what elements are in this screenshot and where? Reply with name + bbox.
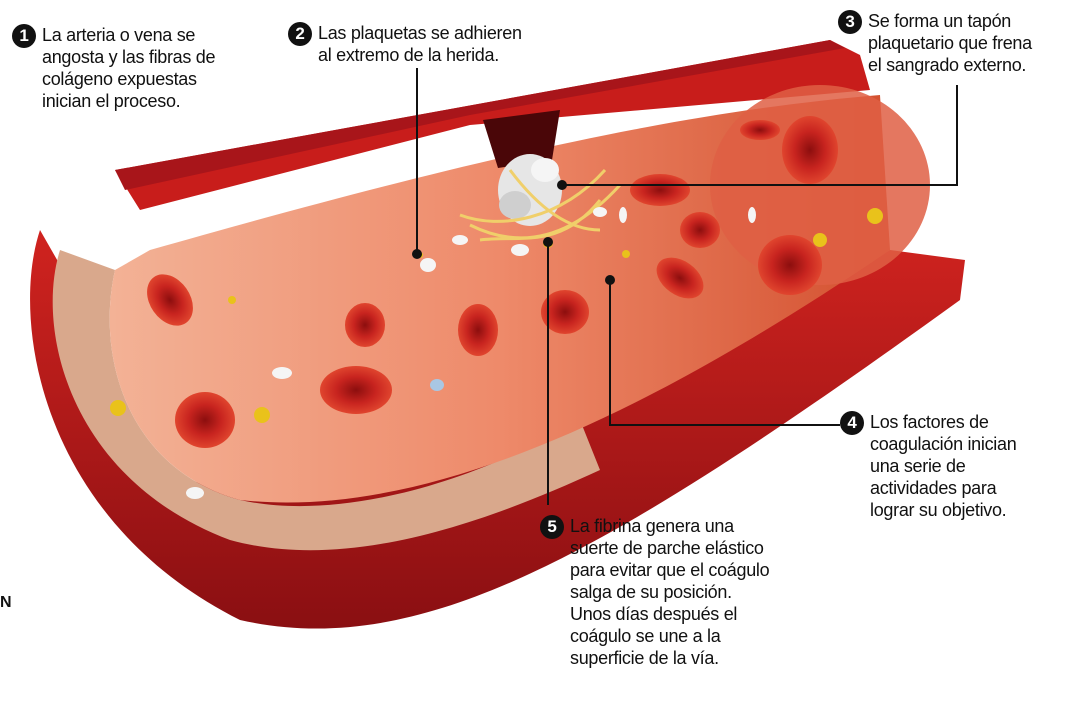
callout-2-number: 2 — [288, 22, 312, 46]
callout-5-text: La fibrina genera una suerte de parche e… — [570, 516, 770, 668]
red-blood-cell — [740, 120, 780, 140]
leader-lines — [416, 68, 958, 505]
callout-4-number: 4 — [840, 411, 864, 435]
callout-2: 2 Las plaquetas se adhieren al extremo d… — [288, 22, 522, 66]
callout-3: 3 Se forma un tapón plaquetario que fren… — [838, 10, 1032, 76]
red-blood-cell — [458, 304, 498, 356]
leader-dots — [412, 180, 615, 285]
red-blood-cell — [656, 257, 704, 299]
callout-4: 4 Los factores de coagulación inician un… — [840, 411, 1017, 521]
red-blood-cell — [147, 274, 193, 326]
vessel-upper-wall — [115, 40, 870, 210]
callout-5-number: 5 — [540, 515, 564, 539]
callout-3-text: Se forma un tapón plaquetario que frena … — [868, 11, 1032, 75]
leader-line-4 — [609, 280, 840, 426]
callout-3-number: 3 — [838, 10, 862, 34]
red-blood-cell — [320, 366, 392, 414]
red-blood-cell — [345, 303, 385, 347]
edge-letter: N — [0, 594, 12, 611]
callout-2-text: Las plaquetas se adhieren al extremo de … — [318, 23, 522, 65]
vessel-lining — [52, 250, 601, 551]
callout-4-text: Los factores de coagulación inician una … — [870, 412, 1017, 520]
red-blood-cell — [630, 174, 690, 206]
red-blood-cell — [175, 392, 235, 448]
fibrin-strands — [459, 168, 622, 242]
wound-gap — [483, 110, 560, 168]
red-blood-cell — [758, 235, 822, 295]
callout-1: 1 La arteria o vena se angosta y las fib… — [12, 24, 216, 112]
vessel-upper-wall-top — [115, 40, 845, 190]
red-blood-cell — [782, 116, 838, 184]
leader-line-3 — [562, 85, 958, 186]
red-blood-cell — [541, 290, 589, 334]
vessel-lumen — [109, 95, 890, 503]
platelet-plug — [498, 154, 562, 226]
callout-5: 5 La fibrina genera una suerte de parche… — [540, 515, 770, 669]
red-blood-cells — [147, 116, 838, 448]
red-blood-cell — [680, 212, 720, 248]
platelets — [186, 207, 756, 499]
callout-1-number: 1 — [12, 24, 36, 48]
callout-1-text: La arteria o vena se angosta y las fibra… — [42, 25, 216, 111]
